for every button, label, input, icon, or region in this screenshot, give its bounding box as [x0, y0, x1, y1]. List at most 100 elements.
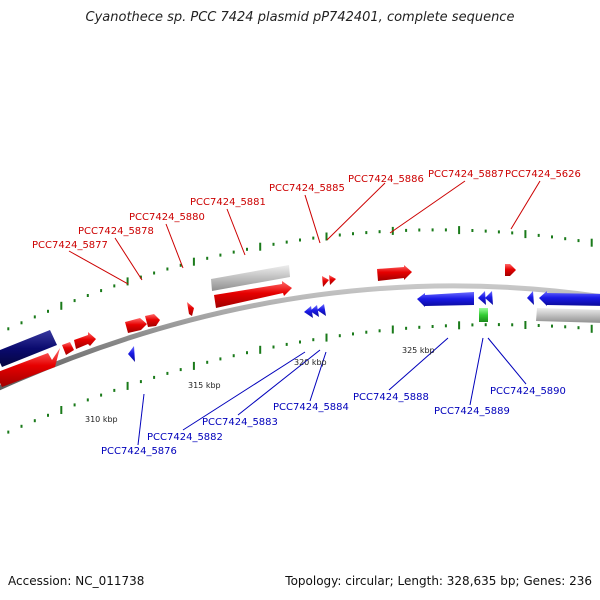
tick-mark	[139, 380, 142, 384]
tick-mark	[219, 253, 222, 257]
tick-mark	[73, 299, 76, 303]
gene-arrow	[478, 291, 486, 305]
tick-mark	[484, 229, 487, 233]
gene-label: PCC7424_5878	[78, 226, 154, 237]
summary-text: Topology: circular; Length: 328,635 bp; …	[285, 574, 592, 588]
forward-leader-lines	[68, 180, 541, 285]
tick-mark	[551, 324, 553, 328]
tick-mark	[100, 393, 103, 397]
tick-mark	[524, 321, 527, 329]
tick-mark	[524, 230, 527, 239]
gene-label: PCC7424_5886	[348, 174, 424, 185]
tick-mark	[577, 239, 580, 243]
gene-arrow	[317, 304, 326, 316]
scale-label: 325 kbp	[402, 346, 435, 355]
tick-mark	[312, 236, 315, 240]
tick-mark	[577, 326, 580, 330]
reverse-genes	[0, 291, 600, 367]
gene-arrow	[322, 276, 329, 287]
tick-mark	[405, 228, 408, 232]
tick-mark	[365, 330, 368, 334]
tick-mark	[60, 301, 63, 310]
tick-mark	[285, 342, 288, 346]
tick-mark	[113, 388, 116, 392]
forward-genes	[0, 264, 600, 387]
tick-mark	[537, 233, 540, 237]
tick-mark	[86, 398, 89, 402]
tick-mark	[352, 232, 354, 236]
gene-arrow	[62, 342, 74, 355]
gene-arrow	[214, 281, 292, 308]
tick-mark	[7, 430, 10, 434]
gene-label: PCC7424_5885	[269, 183, 345, 194]
reverse-gene-labels: PCC7424_5876 PCC7424_5882 PCC7424_5883 P…	[101, 386, 566, 457]
scale-labels: 310 kbp 315 kbp 320 kbp 325 kbp	[85, 346, 435, 424]
gene-arrow	[211, 265, 290, 291]
tick-mark	[166, 267, 169, 271]
tick-mark	[564, 237, 567, 241]
tick-mark	[431, 228, 434, 232]
tick-mark	[484, 323, 487, 327]
tick-mark	[139, 275, 142, 279]
reverse-leader-lines	[137, 337, 527, 446]
tick-mark	[537, 324, 540, 327]
tick-mark	[232, 250, 235, 254]
tick-mark	[272, 242, 275, 246]
gene-arrow	[417, 292, 474, 307]
tick-mark	[497, 230, 500, 234]
gene-arrow	[505, 264, 516, 276]
tick-mark	[166, 371, 169, 375]
tick-mark	[259, 345, 262, 354]
scale-label: 320 kbp	[294, 358, 327, 367]
gene-arrow	[485, 291, 493, 305]
tick-mark	[126, 381, 129, 390]
tick-mark	[179, 263, 182, 267]
gene-arrow	[377, 265, 412, 281]
tick-mark	[285, 240, 288, 244]
tick-mark	[86, 294, 89, 297]
gene-label: PCC7424_5626	[505, 169, 581, 180]
inner-tick-row	[7, 321, 593, 434]
tick-mark	[378, 230, 381, 234]
tick-mark	[312, 338, 315, 342]
scale-label: 315 kbp	[188, 381, 221, 390]
gene-arrow	[479, 308, 488, 322]
tick-mark	[100, 289, 103, 293]
gene-label: PCC7424_5888	[353, 392, 429, 403]
tick-mark	[590, 324, 593, 333]
tick-mark	[232, 354, 235, 358]
tick-mark	[192, 257, 195, 266]
tick-mark	[444, 228, 447, 232]
tick-mark	[299, 340, 301, 344]
backbone-arc	[0, 283, 600, 391]
tick-mark	[325, 232, 328, 241]
tick-mark	[590, 238, 593, 247]
gene-label: PCC7424_5889	[434, 406, 510, 417]
tick-mark	[47, 413, 49, 417]
tick-mark	[219, 357, 222, 361]
tick-mark	[153, 271, 156, 275]
tick-mark	[458, 226, 461, 235]
gene-arrow	[145, 314, 160, 327]
gene-label: PCC7424_5881	[190, 197, 266, 208]
gene-arrow	[0, 330, 57, 367]
tick-mark	[206, 360, 209, 364]
tick-mark	[431, 325, 434, 328]
tick-mark	[365, 231, 368, 235]
tick-mark	[551, 235, 553, 239]
gene-arrow	[539, 291, 600, 306]
tick-mark	[246, 351, 248, 355]
tick-mark	[153, 375, 156, 379]
gene-label: PCC7424_5876	[101, 446, 177, 457]
tick-mark	[113, 284, 116, 288]
tick-mark	[511, 323, 514, 327]
tick-mark	[418, 325, 421, 329]
tick-mark	[299, 238, 301, 242]
tick-mark	[33, 315, 36, 319]
tick-mark	[192, 361, 195, 370]
gene-label: PCC7424_5890	[490, 386, 566, 397]
tick-mark	[338, 233, 341, 237]
tick-mark	[471, 229, 474, 232]
tick-mark	[458, 321, 461, 330]
tick-mark	[471, 323, 474, 327]
